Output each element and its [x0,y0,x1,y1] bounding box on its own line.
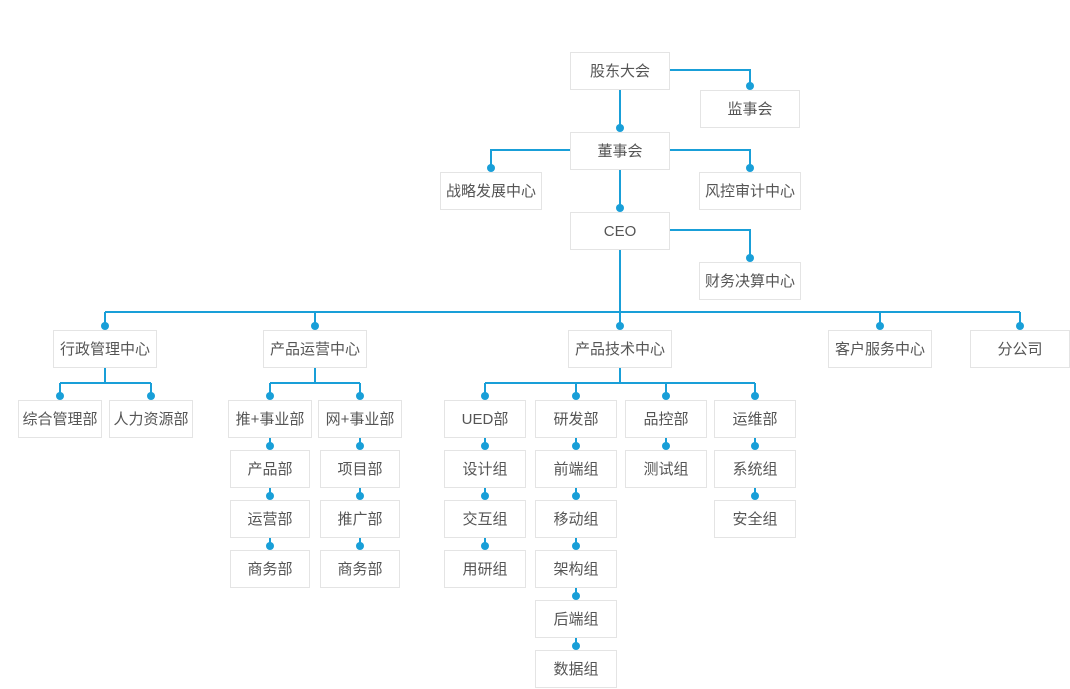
connector-dot [101,322,109,330]
node-project-dept: 项目部 [320,450,400,488]
connector-dot [876,322,884,330]
node-qc-dept: 品控部 [625,400,707,438]
connector-dot [1016,322,1024,330]
node-strategy-center: 战略发展中心 [440,172,542,210]
connector-dot [572,642,580,650]
node-data-group: 数据组 [535,650,617,688]
connector-dot [572,392,580,400]
connector-dot [616,322,624,330]
connector-dot [746,164,754,172]
connector-dot [356,442,364,450]
connector-dot [481,492,489,500]
connector-dot [662,392,670,400]
node-backend-group: 后端组 [535,600,617,638]
node-tui-division: 推+事业部 [228,400,312,438]
node-board: 董事会 [570,132,670,170]
node-service-center: 客户服务中心 [828,330,932,368]
node-security-group: 安全组 [714,500,796,538]
connector-line-fans [59,368,756,396]
node-hr: 人力资源部 [109,400,193,438]
connector-dot [266,542,274,550]
node-frontend-group: 前端组 [535,450,617,488]
node-devops-dept: 运维部 [714,400,796,438]
node-branch-company: 分公司 [970,330,1070,368]
connector-dot [616,124,624,132]
connector-dot [56,392,64,400]
node-ceo: CEO [570,212,670,250]
connector-dot [356,392,364,400]
connector-dot [751,392,759,400]
node-rd-dept: 研发部 [535,400,617,438]
node-operation-dept: 运营部 [230,500,310,538]
connector-dot [481,442,489,450]
node-system-group: 系统组 [714,450,796,488]
connector-line-trunk [104,250,1021,326]
node-testing-group: 测试组 [625,450,707,488]
connector-dot [487,164,495,172]
node-general-mgmt: 综合管理部 [18,400,102,438]
node-ops-center: 产品运营中心 [263,330,367,368]
connector-dot [311,322,319,330]
node-risk-audit-center: 风控审计中心 [699,172,801,210]
connector-dot [572,592,580,600]
connector-dot [481,392,489,400]
connector-dot [356,492,364,500]
connector-dot [266,442,274,450]
node-interaction-group: 交互组 [444,500,526,538]
node-user-research-group: 用研组 [444,550,526,588]
node-design-group: 设计组 [444,450,526,488]
connector-dot [266,492,274,500]
connector-dot [572,542,580,550]
node-admin-center: 行政管理中心 [53,330,157,368]
connector-dot [572,492,580,500]
node-architecture-group: 架构组 [535,550,617,588]
connector-dot [616,204,624,212]
node-supervisory-board: 监事会 [700,90,800,128]
node-finance-center: 财务决算中心 [699,262,801,300]
node-product-dept: 产品部 [230,450,310,488]
connector-dot [746,254,754,262]
connector-dot [481,542,489,550]
node-mobile-group: 移动组 [535,500,617,538]
connector-line-upper [490,69,751,258]
node-tech-center: 产品技术中心 [568,330,672,368]
node-business-dept-1: 商务部 [230,550,310,588]
connector-dot [572,442,580,450]
connector-dot [266,392,274,400]
node-wang-division: 网+事业部 [318,400,402,438]
node-promotion-dept: 推广部 [320,500,400,538]
connector-dot [746,82,754,90]
connector-dot [751,492,759,500]
connector-dot [356,542,364,550]
connector-dot [751,442,759,450]
node-ued-dept: UED部 [444,400,526,438]
connector-dot [662,442,670,450]
node-business-dept-2: 商务部 [320,550,400,588]
connector-dot [147,392,155,400]
node-shareholders: 股东大会 [570,52,670,90]
